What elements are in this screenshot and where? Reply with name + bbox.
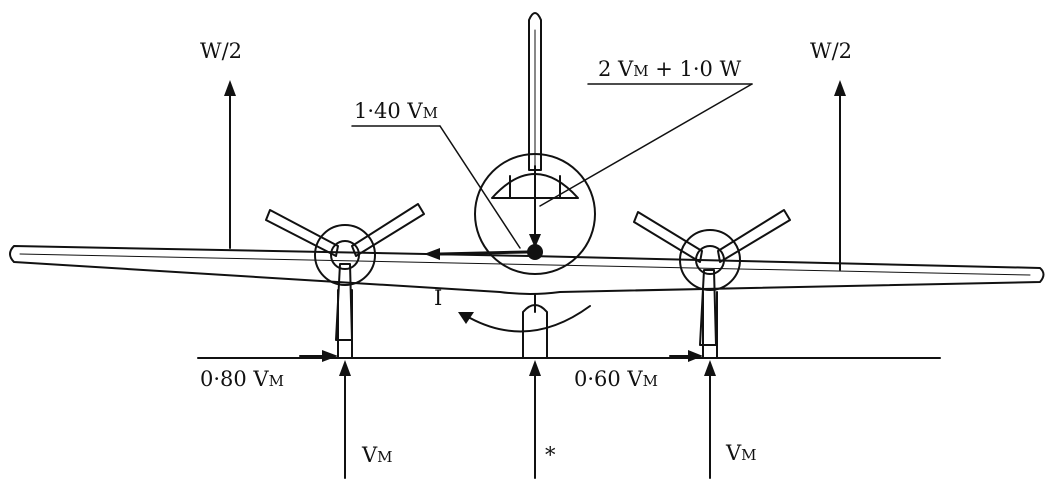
side-force-arrowhead bbox=[424, 248, 440, 260]
left-vertical-arrowhead bbox=[339, 360, 351, 376]
left-prop-blade-1 bbox=[265, 209, 339, 257]
fin-load-leader bbox=[539, 83, 753, 207]
right-main-gear bbox=[702, 291, 718, 359]
centre-of-gravity bbox=[527, 244, 543, 260]
nose-gear bbox=[522, 304, 548, 359]
wing-chord-line bbox=[19, 253, 1031, 276]
fin bbox=[528, 12, 542, 171]
left-main-gear bbox=[337, 289, 353, 359]
left-lift-label: W/2 bbox=[200, 39, 242, 63]
side-force-arrow bbox=[438, 250, 529, 256]
side-force-label: 1·40 VM bbox=[354, 99, 438, 123]
side-force-leader bbox=[439, 125, 521, 249]
left-lateral-label: 0·80 VM bbox=[200, 367, 284, 391]
right-lateral-arrowhead bbox=[688, 350, 703, 362]
left-nacelle bbox=[314, 224, 376, 286]
right-prop-blade-1 bbox=[633, 211, 703, 263]
fuselage bbox=[474, 153, 596, 275]
right-lift-arrowhead bbox=[834, 80, 846, 96]
nose-reaction-label: * bbox=[545, 443, 556, 467]
left-lateral-arrowhead bbox=[322, 350, 338, 362]
right-vertical-label: VM bbox=[725, 441, 757, 465]
cockpit-window bbox=[491, 173, 579, 199]
left-vertical-label: VM bbox=[361, 443, 393, 467]
wing bbox=[9, 245, 1045, 295]
fin-load-arrowhead bbox=[529, 234, 541, 248]
nose-vertical-arrowhead bbox=[529, 360, 541, 376]
left-lift-arrowhead bbox=[224, 80, 236, 96]
right-prop-blade-2 bbox=[717, 209, 791, 263]
right-lift-label: W/2 bbox=[810, 39, 852, 63]
left-prop-blade-2 bbox=[351, 203, 425, 257]
fin-load-label: 2 VM + 1·0 W bbox=[598, 57, 742, 81]
right-lateral-label: 0·60 VM bbox=[574, 367, 658, 391]
right-vertical-arrowhead bbox=[704, 360, 716, 376]
moment-arrowhead bbox=[458, 312, 474, 324]
moment-label: I bbox=[434, 286, 442, 310]
right-nacelle bbox=[679, 229, 741, 291]
moment-arc bbox=[469, 305, 591, 333]
